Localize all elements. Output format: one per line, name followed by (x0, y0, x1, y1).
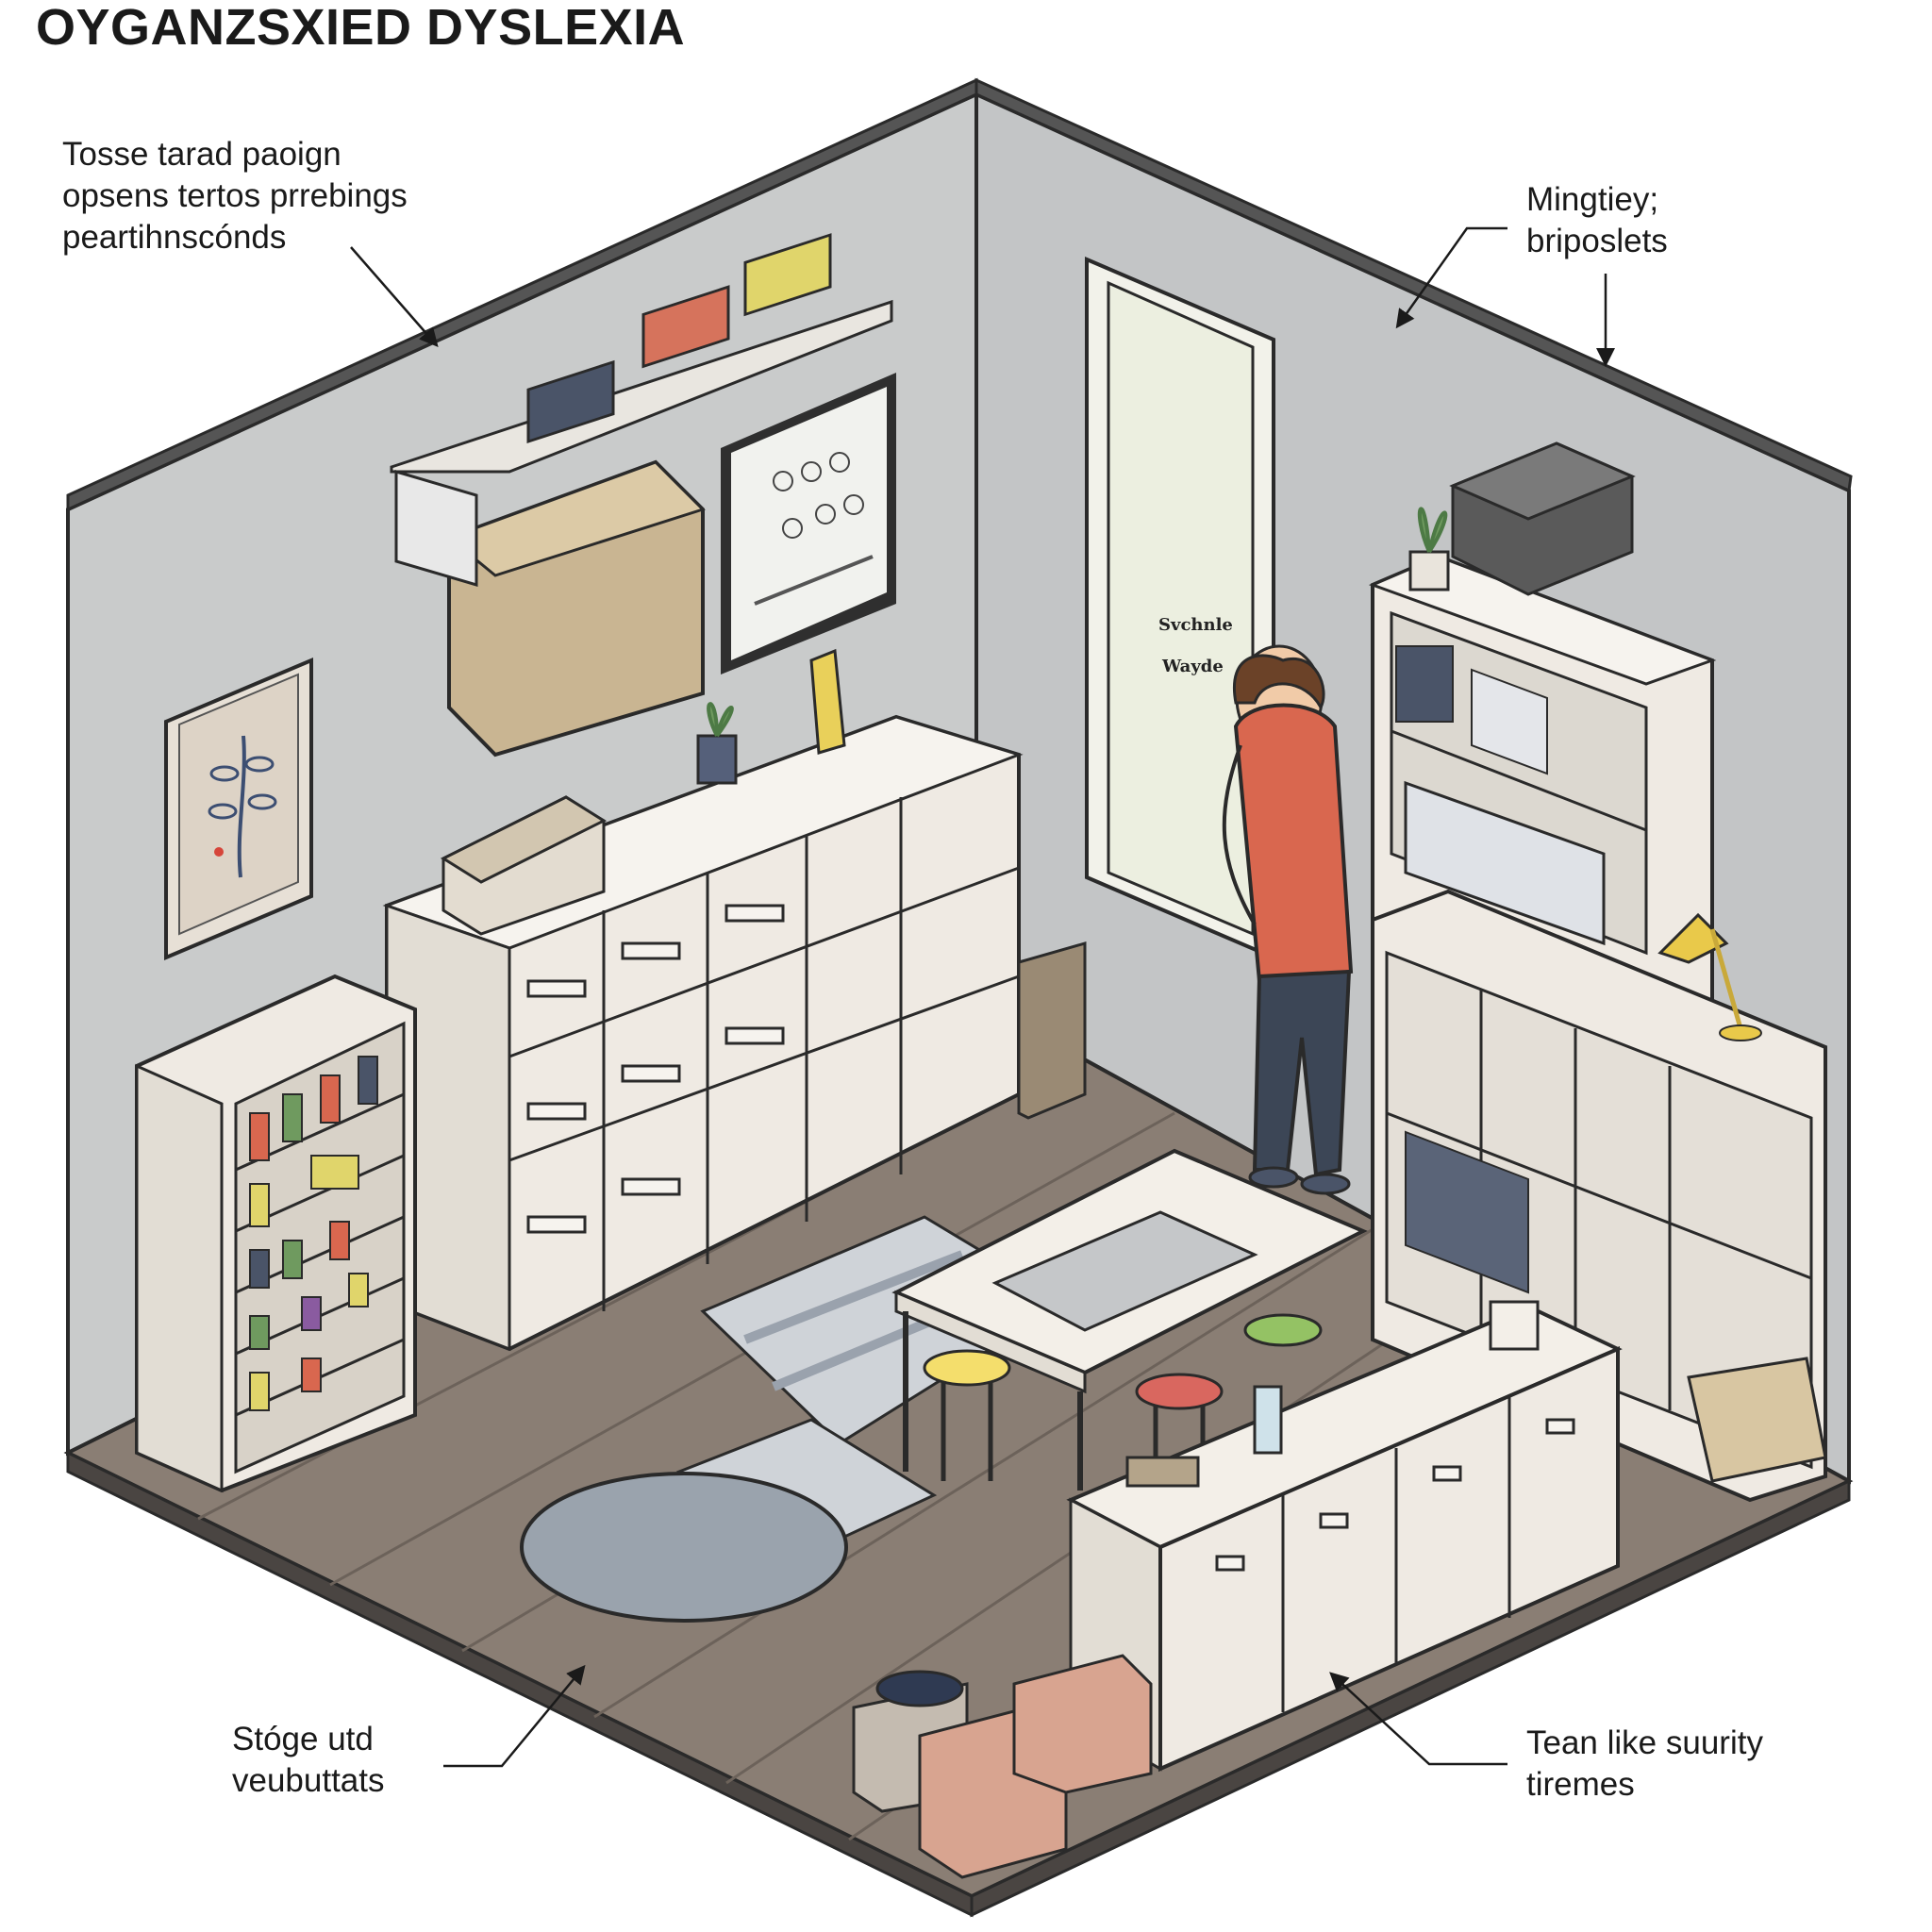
wall-shelf (390, 233, 893, 474)
callout-top-left-line-1: Tosse tarad paoign (62, 136, 341, 173)
cube-storage-unit (382, 648, 1024, 1352)
wall-top-right (974, 77, 1853, 493)
callout-bottom-left: Stóge utd veubuttats (232, 1719, 385, 1802)
cardboard-box (1017, 941, 1087, 1120)
callout-top-left: Tosse tarad paoign opsens tertos prrebin… (62, 134, 408, 258)
floor-edge-right (970, 1478, 1851, 1918)
floor-bins (852, 1654, 1153, 1879)
callout-leaders (350, 226, 1615, 1768)
person (1222, 644, 1354, 1195)
callout-top-left-line-3: peartihnscónds (62, 219, 287, 256)
round-rug (520, 1472, 848, 1623)
leader-top-right-1 (1395, 226, 1507, 329)
window-text-1: Svchnle (1158, 615, 1233, 635)
window-text-2: Wayde (1161, 657, 1224, 676)
plant-poster (164, 657, 313, 961)
wall-monitor (721, 373, 896, 675)
hanging-storage-bag (394, 459, 706, 758)
leader-bottom-right (1329, 1672, 1507, 1766)
callout-top-right: Mingtiey; briposlets (1526, 179, 1668, 262)
callout-bottom-left-line-1: Stóge utd (232, 1721, 374, 1757)
callout-bottom-right-line-1: Tean like suurity (1526, 1724, 1763, 1761)
page-title: OYGANZSXIED DYSLEXIA (36, 0, 686, 56)
storage-basket (1687, 1357, 1827, 1483)
callout-top-right-line-1: Mingtiey; (1526, 181, 1659, 218)
callout-bottom-right-line-2: tiremes (1526, 1766, 1635, 1803)
window: Svchnle Wayde (1085, 256, 1275, 961)
callout-top-left-line-2: opsens tertos prrebings (62, 177, 408, 214)
leader-bottom-left (443, 1664, 586, 1768)
callout-top-right-line-2: briposlets (1526, 223, 1668, 259)
leader-top-left (350, 246, 439, 348)
left-bookshelf (135, 974, 417, 1493)
callout-bottom-right: Tean like suurity tiremes (1526, 1723, 1763, 1806)
callout-bottom-left-line-2: veubuttats (232, 1762, 385, 1799)
